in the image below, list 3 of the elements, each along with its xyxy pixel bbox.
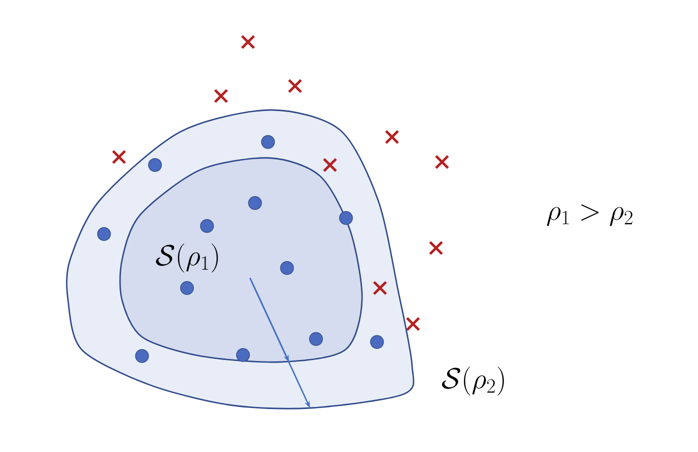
inner-region: $\mathcal{S}(\rho_1)$ xyxy=(119,157,363,363)
node-label: $\mathcal{S}(\rho_2)$ xyxy=(442,366,504,396)
relation-label: $\rho_1 > \rho_2$ xyxy=(547,204,632,226)
